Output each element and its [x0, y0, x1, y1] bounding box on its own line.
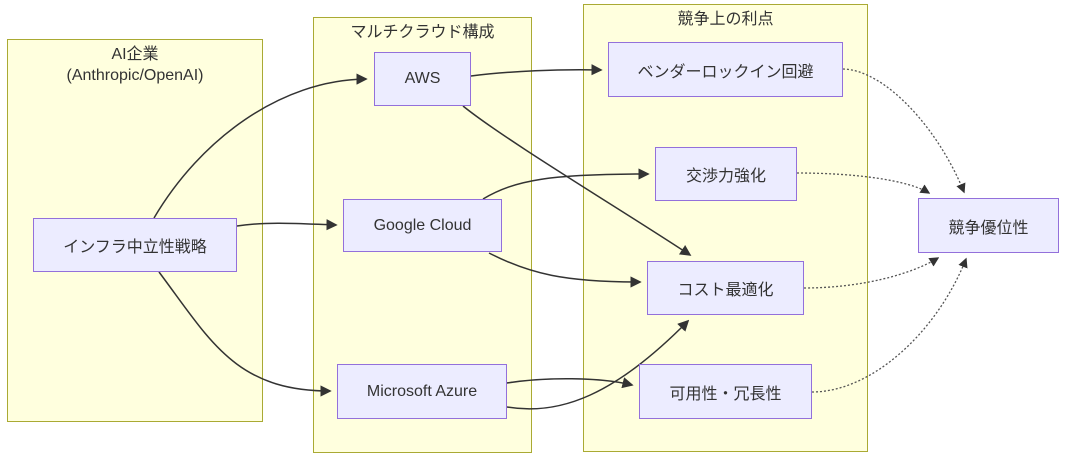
node-aws-label: AWS: [404, 70, 441, 87]
node-google-cloud-label: Google Cloud: [373, 216, 472, 234]
node-cost-optimization: コスト最適化: [647, 261, 804, 315]
node-competitive-advantage: 競争優位性: [918, 198, 1059, 253]
node-google-cloud: Google Cloud: [343, 199, 502, 252]
node-infra-neutrality-strategy-label: インフラ中立性戦略: [63, 239, 207, 256]
node-competitive-advantage-label: 競争優位性: [948, 219, 1029, 237]
cluster-ai-title: AI企業 (Anthropic/OpenAI): [8, 44, 262, 86]
node-aws: AWS: [374, 52, 471, 106]
cluster-ai-title-line2: (Anthropic/OpenAI): [66, 67, 204, 84]
node-negotiation-power: 交渉力強化: [655, 147, 797, 201]
cluster-benefits-title: 競争上の利点: [677, 11, 774, 28]
node-cost-optimization-label: コスト最適化: [677, 282, 774, 299]
cluster-ai-title-line1: AI企業: [111, 46, 159, 63]
node-infra-neutrality-strategy: インフラ中立性戦略: [33, 218, 237, 272]
node-microsoft-azure-label: Microsoft Azure: [366, 382, 478, 400]
node-availability-redundancy: 可用性・冗長性: [639, 364, 812, 419]
node-microsoft-azure: Microsoft Azure: [337, 364, 507, 419]
node-vendor-lockin-avoidance-label: ベンダーロックイン回避: [637, 63, 814, 81]
cluster-multicloud-title: マルチクラウド構成: [350, 24, 495, 41]
node-negotiation-power-label: 交渉力強化: [685, 168, 766, 185]
node-vendor-lockin-avoidance: ベンダーロックイン回避: [608, 42, 843, 97]
node-availability-redundancy-label: 可用性・冗長性: [669, 385, 782, 403]
